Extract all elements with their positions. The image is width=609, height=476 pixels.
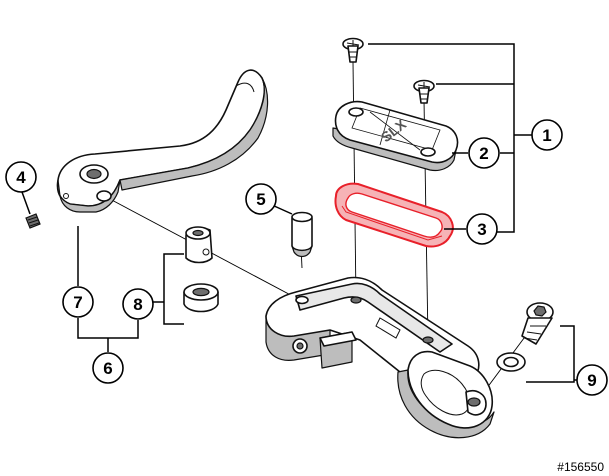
svg-text:1: 1: [542, 126, 551, 145]
pivot-bushing-top: [185, 226, 213, 264]
callout-6: 6: [92, 352, 124, 384]
pivot-pin: [291, 211, 313, 258]
diaphragm-gasket-highlighted: [334, 182, 454, 248]
svg-text:5: 5: [256, 190, 265, 209]
svg-text:4: 4: [16, 168, 26, 187]
watermark-id: #156550: [555, 460, 606, 474]
svg-text:6: 6: [103, 359, 112, 378]
cover-screw-right: [413, 79, 435, 104]
callout-4: 4: [5, 161, 37, 193]
callout-9: 9: [576, 364, 608, 396]
svg-text:3: 3: [477, 220, 486, 239]
callout-2: 2: [468, 137, 500, 169]
clamp-washer: [496, 352, 526, 372]
brake-lever-blade: [56, 69, 269, 213]
gasket-inner: [345, 192, 443, 238]
callout-3: 3: [466, 213, 498, 245]
svg-text:9: 9: [587, 371, 596, 390]
clamp-bolt: [521, 302, 554, 345]
callout-7: 7: [62, 286, 94, 318]
svg-text:2: 2: [479, 144, 488, 163]
set-screw: [25, 213, 41, 229]
callout-1: 1: [531, 119, 563, 151]
cover-screw-left: [342, 37, 364, 63]
callout-5: 5: [245, 183, 277, 215]
pivot-bushing-bottom: [183, 283, 219, 313]
handlebar-clamp: [397, 350, 495, 439]
svg-text:7: 7: [73, 293, 82, 312]
reservoir-cover: SLX: [332, 100, 459, 172]
svg-text:8: 8: [133, 295, 142, 314]
callout-8: 8: [122, 288, 154, 320]
